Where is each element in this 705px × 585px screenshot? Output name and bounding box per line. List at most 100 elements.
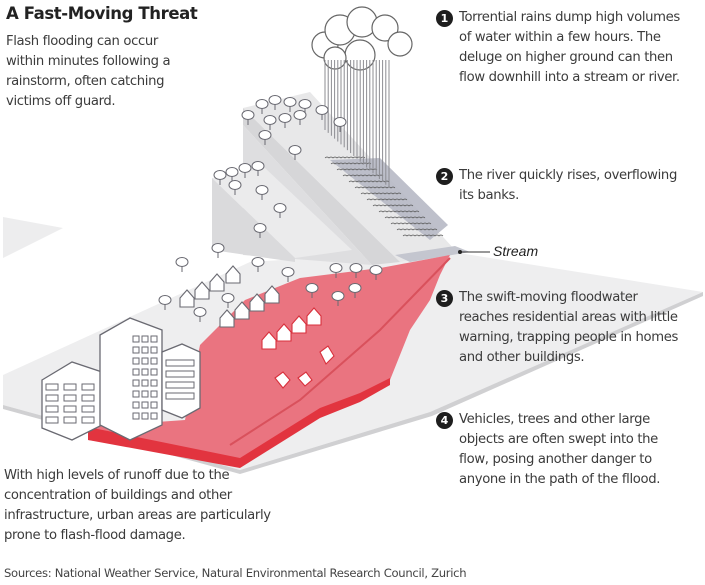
window <box>150 412 158 420</box>
house-icon <box>225 265 241 284</box>
house-icon <box>249 293 265 312</box>
step-line: reaches residential areas with little <box>459 310 678 325</box>
window <box>165 392 195 400</box>
step-number-badge: 1 <box>436 10 453 27</box>
tree-icon <box>283 97 297 112</box>
tree-icon <box>253 223 267 238</box>
house-icon <box>264 285 280 304</box>
wave-mark <box>366 198 408 201</box>
tree-icon <box>213 170 227 185</box>
tree-icon <box>158 295 172 310</box>
tree-icon <box>349 263 363 278</box>
window <box>63 383 77 391</box>
hill-front <box>212 168 352 262</box>
step-line: Torrential rains dump high volumes <box>459 10 680 25</box>
window <box>150 390 158 398</box>
ground-platform-edge <box>3 292 703 474</box>
window <box>165 381 195 389</box>
tree-icon <box>238 163 252 178</box>
window <box>150 357 158 365</box>
wave-mark <box>360 192 402 195</box>
window <box>150 346 158 354</box>
window <box>63 405 77 413</box>
tree-icon <box>175 257 189 272</box>
tree-icon <box>241 110 255 125</box>
window <box>132 401 140 409</box>
tree-icon <box>251 161 265 176</box>
tree-icon <box>329 263 343 278</box>
window <box>81 394 95 402</box>
window <box>141 412 149 420</box>
tree-icon <box>221 293 235 308</box>
tree-icon <box>333 117 347 132</box>
step-line: flow, posing another danger to <box>459 452 652 467</box>
sources-note: Sources: National Weather Service, Natur… <box>4 566 467 580</box>
wave-mark <box>372 204 414 207</box>
step-line: and other buildings. <box>459 350 585 365</box>
house-icon <box>261 331 277 350</box>
urban-note-line: With high levels of runoff due to the <box>4 468 230 483</box>
tree-icon <box>263 115 277 130</box>
window <box>141 401 149 409</box>
window <box>141 357 149 365</box>
house-icon <box>306 307 322 326</box>
window <box>141 379 149 387</box>
house-icon <box>234 301 250 320</box>
window <box>45 394 59 402</box>
wave-mark <box>378 210 420 213</box>
step-line: deluge on higher ground can then <box>459 50 673 65</box>
intro-line: Flash flooding can occur <box>6 34 158 49</box>
house-icon <box>276 323 292 342</box>
window <box>132 346 140 354</box>
step-line: The river quickly rises, overflowing <box>459 168 677 183</box>
tree-icon <box>268 95 282 110</box>
tree-icon <box>293 110 307 125</box>
intro-line: within minutes following a <box>6 54 171 69</box>
tree-icon <box>298 99 312 114</box>
wave-mark <box>354 186 396 189</box>
step-line: its banks. <box>459 188 519 203</box>
tree-icon <box>258 130 272 145</box>
window <box>45 416 59 424</box>
urban-note-line: infrastructure, urban areas are particul… <box>4 508 271 523</box>
tree-icon <box>288 145 302 160</box>
window <box>150 401 158 409</box>
house-icon <box>194 281 210 300</box>
river-channel <box>229 257 451 446</box>
window <box>63 416 77 424</box>
window <box>132 390 140 398</box>
building-windows <box>45 335 195 424</box>
wave-mark <box>402 234 444 237</box>
window <box>81 416 95 424</box>
window <box>141 346 149 354</box>
step-3: 3 The swift-moving floodwater reaches re… <box>436 288 678 368</box>
wave-mark <box>396 228 438 231</box>
debris-vehicles <box>274 345 335 389</box>
step-number-badge: 2 <box>436 168 453 185</box>
step-1: 1 Torrential rains dump high volumes of … <box>436 8 680 88</box>
tree-icon <box>281 267 295 282</box>
house-icon <box>179 289 195 308</box>
intro-line: victims off guard. <box>6 94 116 109</box>
urban-note-line: prone to flash-flood damage. <box>4 528 186 543</box>
trees <box>158 95 383 322</box>
stream-leader-dot <box>458 250 462 254</box>
window <box>165 359 195 367</box>
house-icon <box>291 315 307 334</box>
window <box>150 379 158 387</box>
window <box>45 383 59 391</box>
tree-icon <box>369 265 383 280</box>
step-line: Vehicles, trees and other large <box>459 412 650 427</box>
urban-note-line: concentration of buildings and other <box>4 488 232 503</box>
step-line: The swift-moving floodwater <box>459 290 638 305</box>
step-4: 4 Vehicles, trees and other large object… <box>436 410 660 490</box>
window <box>141 390 149 398</box>
window <box>141 335 149 343</box>
tree-icon <box>225 167 239 182</box>
floodwater <box>88 255 450 460</box>
window <box>132 379 140 387</box>
stream <box>395 246 470 262</box>
house-icon <box>219 309 235 328</box>
intro-text: Flash flooding can occur within minutes … <box>6 32 206 112</box>
tree-icon <box>348 283 362 298</box>
